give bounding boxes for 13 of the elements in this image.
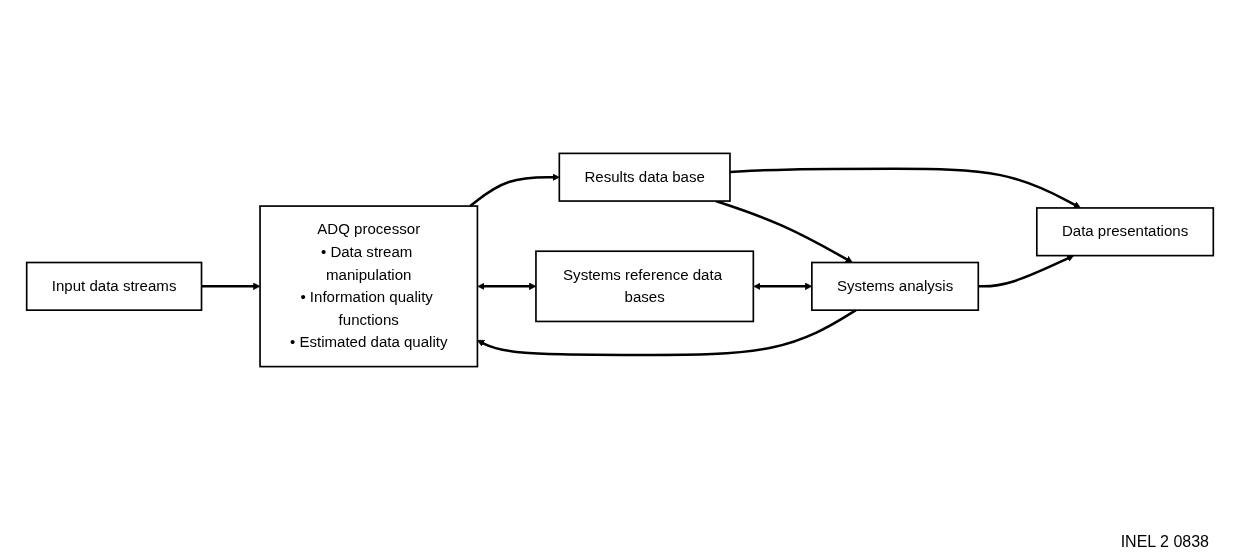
arrow [476,282,536,290]
node-box: ADQ processor • Data stream manipulation • Information quality functions • Estimated data quality [258,205,478,368]
node-box: Systems analysis [810,261,979,311]
arrow [201,282,260,290]
arrow [476,309,857,357]
node-box: Results data base [558,152,731,202]
arrow [752,282,812,290]
node-box: Data presentations [1035,207,1214,257]
arrow [729,167,1081,209]
node-box: Systems reference data bases [534,250,754,323]
figure-number: INEL 2 0838 [1120,533,1209,551]
arrow [977,255,1074,288]
node-box: Input data streams [25,261,202,311]
